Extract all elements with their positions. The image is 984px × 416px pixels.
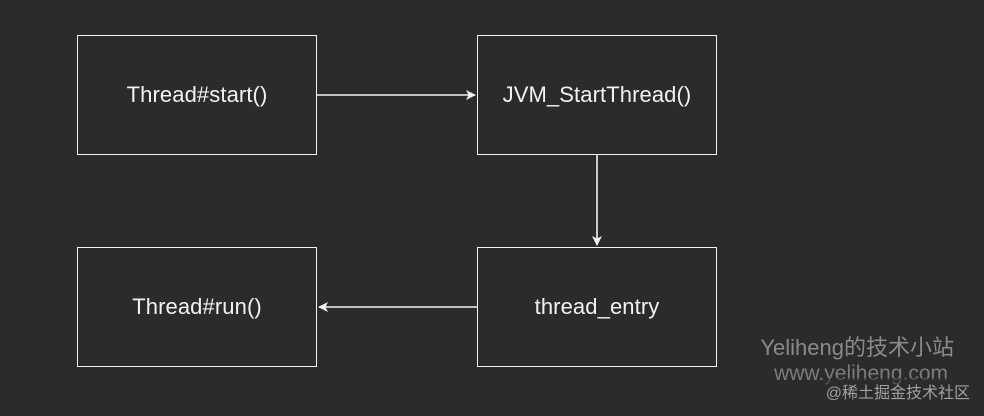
node-label-jvm-start-thread: JVM_StartThread() [502,82,692,107]
node-label-thread-entry: thread_entry [534,294,660,319]
watermark-juejin: @稀土掘金技术社区 [823,378,972,404]
node-label-thread-start: Thread#start() [126,82,268,107]
node-label-thread-run: Thread#run() [132,294,262,319]
node-jvm-start-thread: JVM_StartThread() [477,35,717,155]
node-thread-start: Thread#start() [77,35,317,155]
node-thread-run: Thread#run() [77,247,317,367]
node-thread-entry: thread_entry [477,247,717,367]
watermark-site-name: Yeliheng的技术小站 [760,335,954,360]
